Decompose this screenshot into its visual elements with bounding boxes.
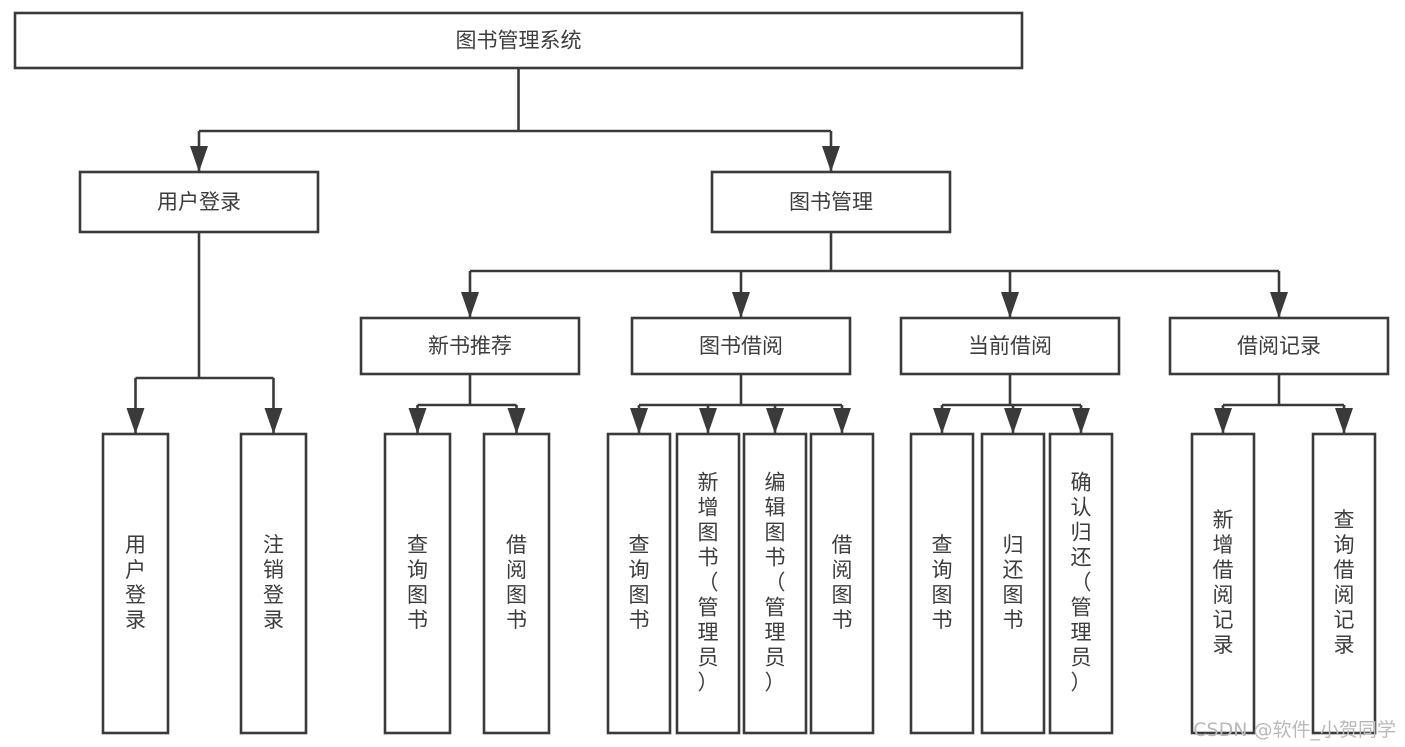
node-box-leaf-return-book <box>980 432 1046 735</box>
node-leaf-query-borrow-record[interactable]: 查询借阅记录 <box>1311 432 1377 735</box>
arrow-head-leaf-user-login <box>126 408 145 434</box>
node-box-current-borrow <box>899 316 1121 376</box>
node-label-leaf-query-borrow-record: 查询借阅记录 <box>1334 508 1355 657</box>
node-label-leaf-user-login: 用户登录 <box>125 533 146 632</box>
node-label-leaf-borrow-book-recommend: 借阅图书 <box>506 533 527 632</box>
node-box-leaf-confirm-return-admin <box>1048 432 1114 735</box>
node-book-management[interactable]: 图书管理 <box>710 170 952 234</box>
arrow-head-leaf-query-book-borrow <box>630 408 648 434</box>
node-box-leaf-edit-book-admin <box>742 432 808 735</box>
node-label-leaf-add-book-admin: 新增图书（管理员） <box>698 471 719 695</box>
node-root[interactable]: 图书管理系统 <box>13 11 1024 70</box>
node-box-leaf-add-book-admin <box>675 432 741 735</box>
node-box-leaf-borrow-book-recommend <box>482 432 551 735</box>
csdn-watermark: CSDN @软件_小贺同学 <box>1193 719 1396 741</box>
node-box-leaf-logout-login <box>239 432 308 735</box>
node-leaf-add-book-admin[interactable]: 新增图书（管理员） <box>675 432 741 735</box>
arrow-head-new-book-recommend <box>461 292 479 318</box>
node-label-leaf-query-book-current: 查询图书 <box>932 533 953 632</box>
arrow-head-borrow-record <box>1270 292 1288 318</box>
node-leaf-query-book-recommend[interactable]: 查询图书 <box>383 432 452 735</box>
arrow-head-book-borrow <box>732 292 750 318</box>
node-box-new-book-recommend <box>359 316 581 376</box>
node-leaf-edit-book-admin[interactable]: 编辑图书（管理员） <box>742 432 808 735</box>
node-leaf-logout-login[interactable]: 注销登录 <box>239 432 308 735</box>
node-borrow-record[interactable]: 借阅记录 <box>1168 316 1390 376</box>
arrow-head-user-login <box>190 146 208 172</box>
arrow-head-leaf-return-book <box>1004 408 1022 434</box>
node-leaf-add-borrow-record[interactable]: 新增借阅记录 <box>1190 432 1256 735</box>
node-label-leaf-logout-login: 注销登录 <box>263 533 284 632</box>
node-box-leaf-query-book-recommend <box>383 432 452 735</box>
arrow-head-current-borrow <box>1001 292 1019 318</box>
node-box-root <box>13 11 1024 70</box>
node-label-root: 图书管理系统 <box>456 29 582 53</box>
arrow-head-leaf-query-book-current <box>933 408 951 434</box>
arrow-head-leaf-confirm-return-admin <box>1072 408 1090 434</box>
node-box-borrow-record <box>1168 316 1390 376</box>
node-label-user-login: 用户登录 <box>157 190 241 214</box>
node-label-leaf-return-book: 归还图书 <box>1003 533 1024 632</box>
arrow-head-leaf-add-book-admin <box>699 408 717 434</box>
node-leaf-borrow-book-recommend[interactable]: 借阅图书 <box>482 432 551 735</box>
node-label-leaf-borrow-book: 借阅图书 <box>832 533 853 632</box>
node-label-book-management: 图书管理 <box>789 190 873 214</box>
node-new-book-recommend[interactable]: 新书推荐 <box>359 316 581 376</box>
node-label-book-borrow: 图书借阅 <box>699 334 783 358</box>
node-current-borrow[interactable]: 当前借阅 <box>899 316 1121 376</box>
node-box-leaf-query-book-borrow <box>606 432 672 735</box>
arrow-head-leaf-add-borrow-record <box>1214 408 1232 434</box>
node-leaf-confirm-return-admin[interactable]: 确认归还（管理员） <box>1048 432 1114 735</box>
node-leaf-query-book-borrow[interactable]: 查询图书 <box>606 432 672 735</box>
node-box-leaf-borrow-book <box>809 432 875 735</box>
arrow-head-leaf-logout-login <box>264 408 283 434</box>
arrow-head-leaf-borrow-book <box>833 408 851 434</box>
node-layer: 图书管理系统用户登录图书管理新书推荐图书借阅当前借阅借阅记录用户登录注销登录查询… <box>13 11 1390 735</box>
node-box-leaf-add-borrow-record <box>1190 432 1256 735</box>
node-box-leaf-query-borrow-record <box>1311 432 1377 735</box>
node-book-borrow[interactable]: 图书借阅 <box>630 316 852 376</box>
node-box-book-borrow <box>630 316 852 376</box>
node-label-borrow-record: 借阅记录 <box>1237 334 1321 358</box>
arrow-head-book-management <box>822 146 840 172</box>
node-label-new-book-recommend: 新书推荐 <box>428 334 512 358</box>
node-user-login[interactable]: 用户登录 <box>78 170 320 234</box>
node-leaf-return-book[interactable]: 归还图书 <box>980 432 1046 735</box>
node-leaf-borrow-book[interactable]: 借阅图书 <box>809 432 875 735</box>
node-label-leaf-query-book-recommend: 查询图书 <box>407 533 428 632</box>
node-label-leaf-confirm-return-admin: 确认归还（管理员） <box>1071 471 1092 695</box>
node-label-leaf-edit-book-admin: 编辑图书（管理员） <box>765 471 786 695</box>
node-leaf-user-login[interactable]: 用户登录 <box>101 432 170 735</box>
arrow-head-leaf-query-borrow-record <box>1335 408 1353 434</box>
node-leaf-query-book-current[interactable]: 查询图书 <box>909 432 975 735</box>
node-label-leaf-query-book-borrow: 查询图书 <box>629 533 650 632</box>
node-box-user-login <box>78 170 320 234</box>
arrow-head-leaf-borrow-book-recommend <box>507 408 526 434</box>
arrow-head-leaf-query-book-recommend <box>408 408 427 434</box>
node-box-book-management <box>710 170 952 234</box>
node-label-current-borrow: 当前借阅 <box>968 334 1052 358</box>
connector-layer <box>126 68 1353 434</box>
node-label-leaf-add-borrow-record: 新增借阅记录 <box>1213 508 1234 657</box>
node-box-leaf-user-login <box>101 432 170 735</box>
node-box-leaf-query-book-current <box>909 432 975 735</box>
arrow-head-leaf-edit-book-admin <box>766 408 784 434</box>
